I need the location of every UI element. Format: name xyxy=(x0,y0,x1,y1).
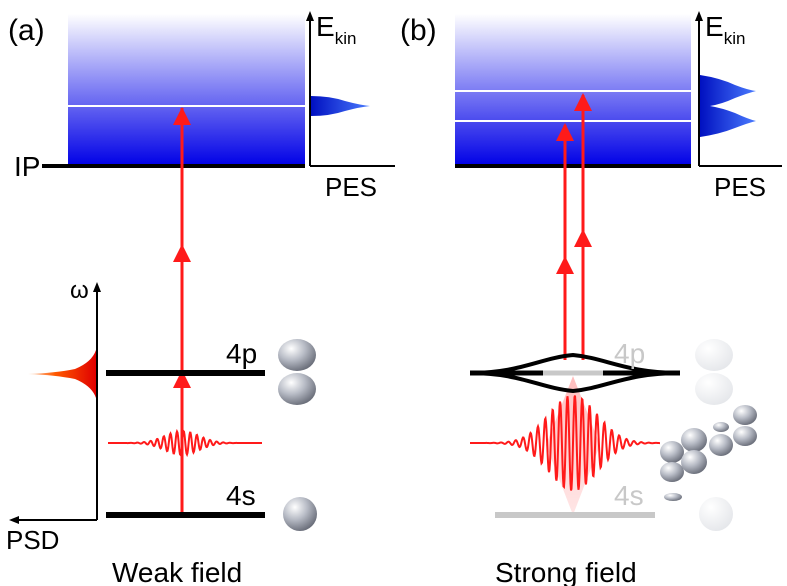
orbital-4s-a xyxy=(283,497,317,531)
level-4p-label-a: 4p xyxy=(226,338,257,369)
caption-weak-field: Weak field xyxy=(112,557,242,586)
photon-arrow-a-3 xyxy=(173,107,191,125)
omega-label: ω xyxy=(70,277,89,304)
dressed-orbital-cluster xyxy=(660,405,757,501)
orbital-4s-b-faded xyxy=(699,497,733,531)
pes-peak-a xyxy=(311,96,370,116)
ip-label: IP xyxy=(14,151,40,182)
continuum-band-a xyxy=(68,14,305,166)
weak-laser-pulse xyxy=(108,428,262,458)
photon-arrow-a-1 xyxy=(173,370,191,388)
pes-label-a: PES xyxy=(325,172,377,202)
photon-arrow-b-2 xyxy=(556,123,574,141)
psd-label: PSD xyxy=(6,525,59,555)
orbital-4p-b-faded xyxy=(695,339,733,405)
photon-arrow-b-1 xyxy=(556,256,574,274)
level-4p-b-upper-branch xyxy=(469,352,681,375)
level-4p-label-b: 4p xyxy=(614,338,645,369)
caption-strong-field: Strong field xyxy=(495,557,637,586)
photon-arrow-b-3 xyxy=(574,229,592,247)
panel-a: (a) IP Ekin PES 4p 4s ω PSD xyxy=(6,11,395,586)
photon-arrow-b-4 xyxy=(574,93,592,111)
pes-peaks-b xyxy=(700,75,756,137)
pes-label-b: PES xyxy=(714,172,766,202)
ekin-label-b: Ekin xyxy=(705,11,745,48)
psd-spectrum xyxy=(28,350,96,398)
panel-a-tag: (a) xyxy=(8,14,45,47)
orbital-4p-a xyxy=(278,339,316,405)
panel-b: (b) Ekin PES 4s 4p xyxy=(400,11,782,586)
level-4p-b-lower-branch xyxy=(469,371,681,394)
photon-arrow-a-2 xyxy=(173,244,191,262)
strong-laser-pulse xyxy=(470,395,660,491)
panel-b-tag: (b) xyxy=(400,14,437,47)
ekin-label-a: Ekin xyxy=(316,11,356,48)
level-4s-label-b: 4s xyxy=(614,480,644,511)
level-4s-label-a: 4s xyxy=(226,480,256,511)
